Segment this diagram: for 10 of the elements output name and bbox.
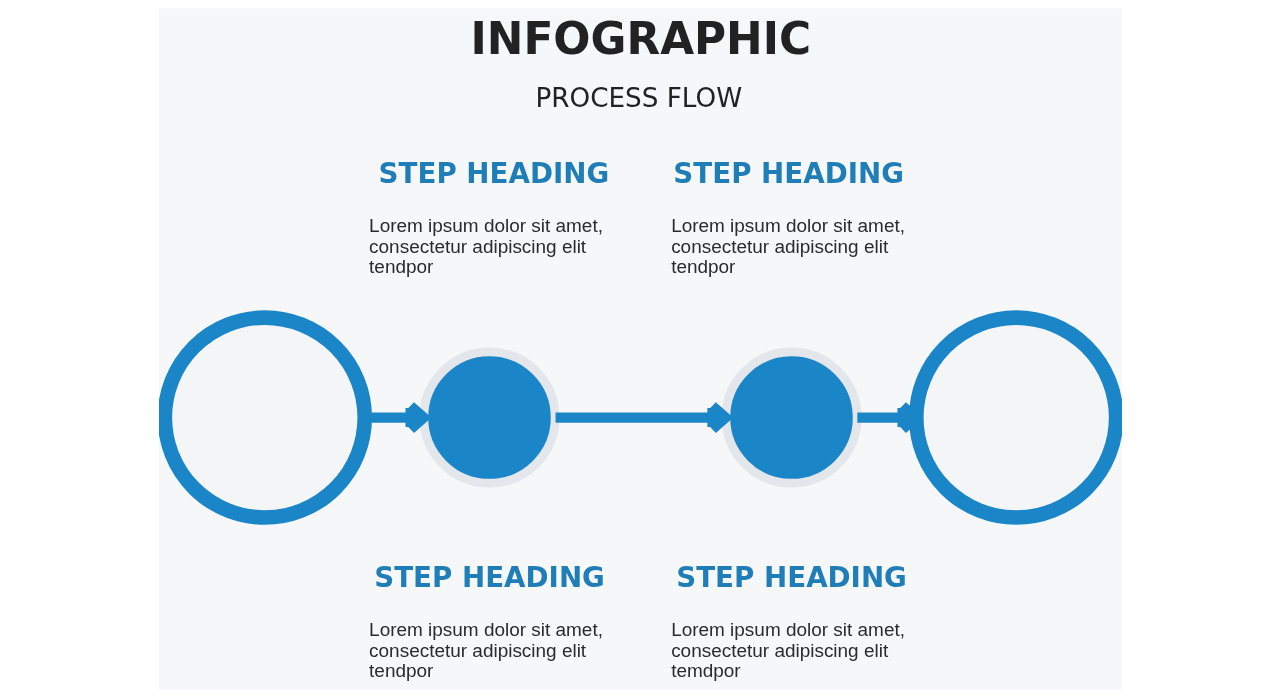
label: Lorem ipsum dolor sit amet, consectetur adipiscing elit tendpor <box>368 215 603 277</box>
diagram-title: INFOGRAPHIC <box>470 12 811 64</box>
label: STEP HEADING <box>373 561 605 595</box>
label: STEP HEADING <box>672 156 904 190</box>
label: Lorem ipsum dolor sit amet, consectetur adipiscing elit tendpor <box>368 619 603 682</box>
label: STEP HEADING <box>675 561 907 595</box>
label: Lorem ipsum dolor sit amet, consectetur adipiscing elit tendpor <box>670 215 905 277</box>
label: PROCESS FLOW <box>534 82 742 113</box>
label: STEP HEADING <box>378 156 609 190</box>
label: Lorem ipsum dolor sit amet, consectetur adipiscing elit temdpor <box>670 619 905 682</box>
